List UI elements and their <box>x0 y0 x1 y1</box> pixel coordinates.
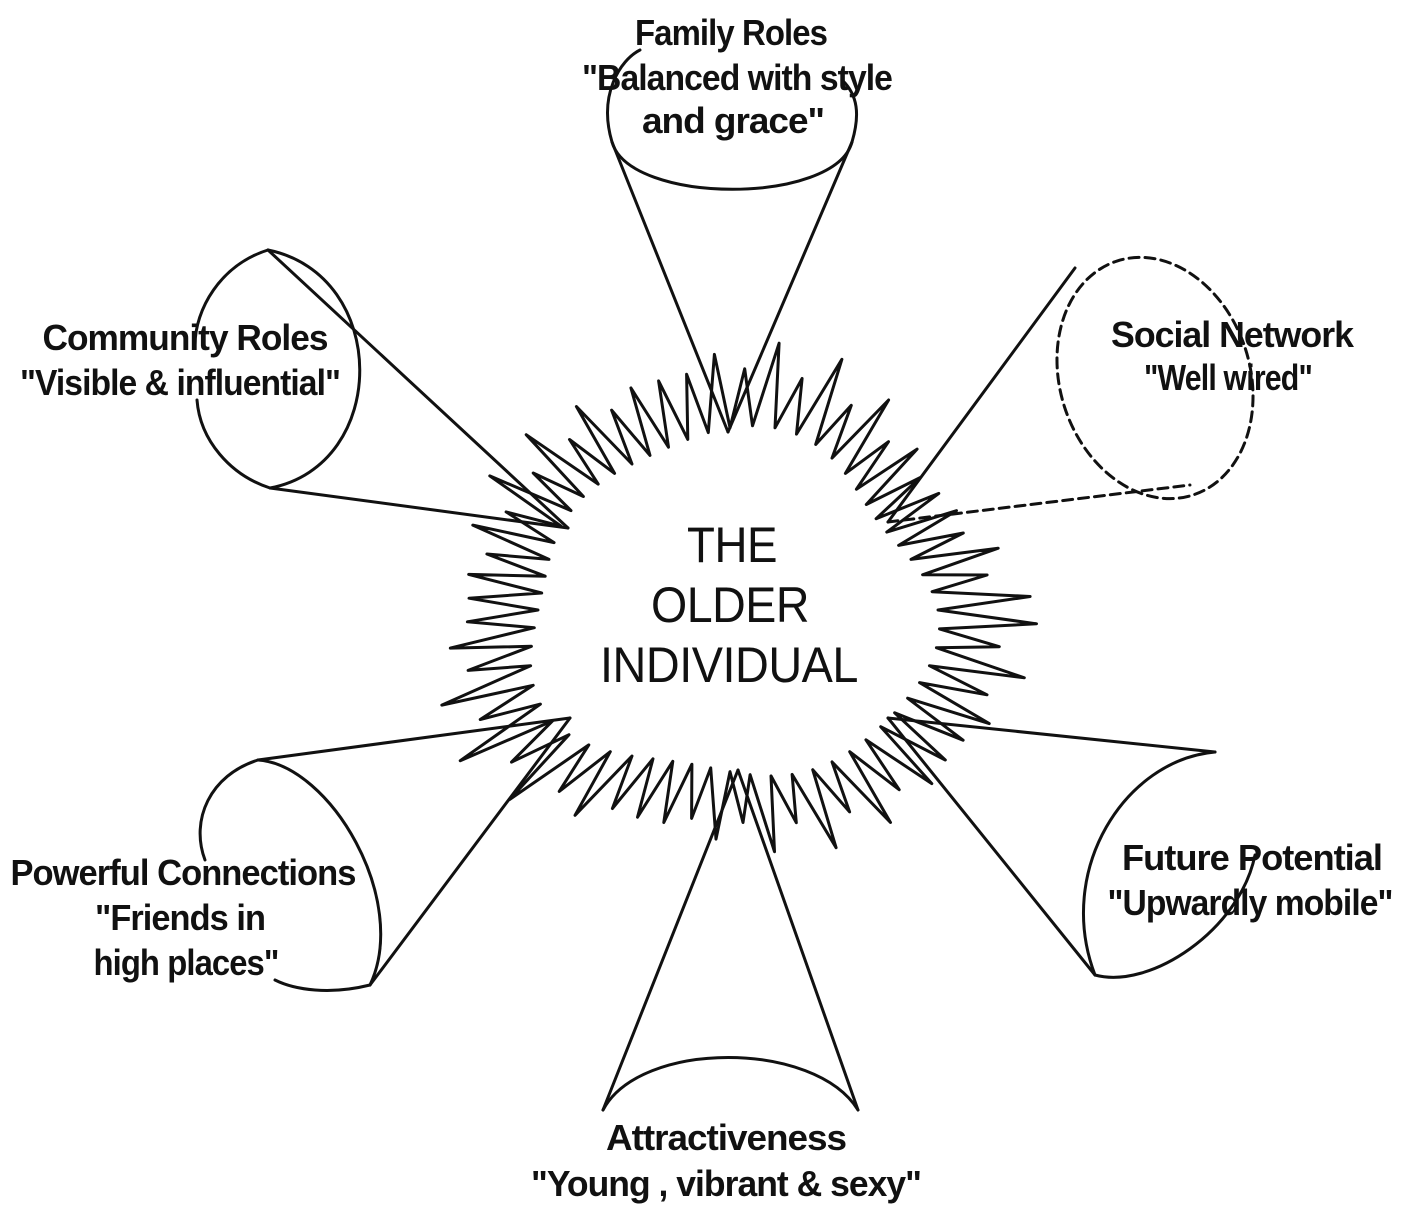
community-roles-quote: "Visible & influential" <box>20 362 340 403</box>
center-title-line2: OLDER <box>651 577 809 633</box>
cone-social-network <box>886 255 1255 524</box>
center-title-line1: THE <box>687 517 777 573</box>
future-potential-quote: "Upwardly mobile" <box>1108 882 1393 923</box>
social-network-quote: "Well wired" <box>1144 357 1312 398</box>
center-title-line3: INDIVIDUAL <box>600 637 858 693</box>
cone-family-roles <box>606 48 859 434</box>
social-network-title: Social Network <box>1111 314 1355 355</box>
cone-community-roles <box>193 248 570 530</box>
powerful-connections-title: Powerful Connections <box>11 852 356 893</box>
family-roles-title: Family Roles <box>635 12 827 53</box>
family-roles-quote-line2: and grace" <box>642 100 824 141</box>
future-potential-title: Future Potential <box>1122 837 1382 878</box>
powerful-connections-quote-line1: "Friends in <box>95 897 265 938</box>
powerful-connections-quote-line2: high places" <box>94 942 279 983</box>
cone-attractiveness <box>601 768 860 1112</box>
cone-future-potential <box>886 716 1257 979</box>
community-roles-title: Community Roles <box>43 317 328 358</box>
center-starburst <box>440 341 1038 854</box>
attractiveness-title: Attractiveness <box>606 1117 846 1158</box>
attractiveness-quote: "Young , vibrant & sexy" <box>531 1163 921 1204</box>
cone-powerful-connections <box>198 716 572 992</box>
family-roles-quote-line1: "Balanced with style <box>582 57 892 98</box>
